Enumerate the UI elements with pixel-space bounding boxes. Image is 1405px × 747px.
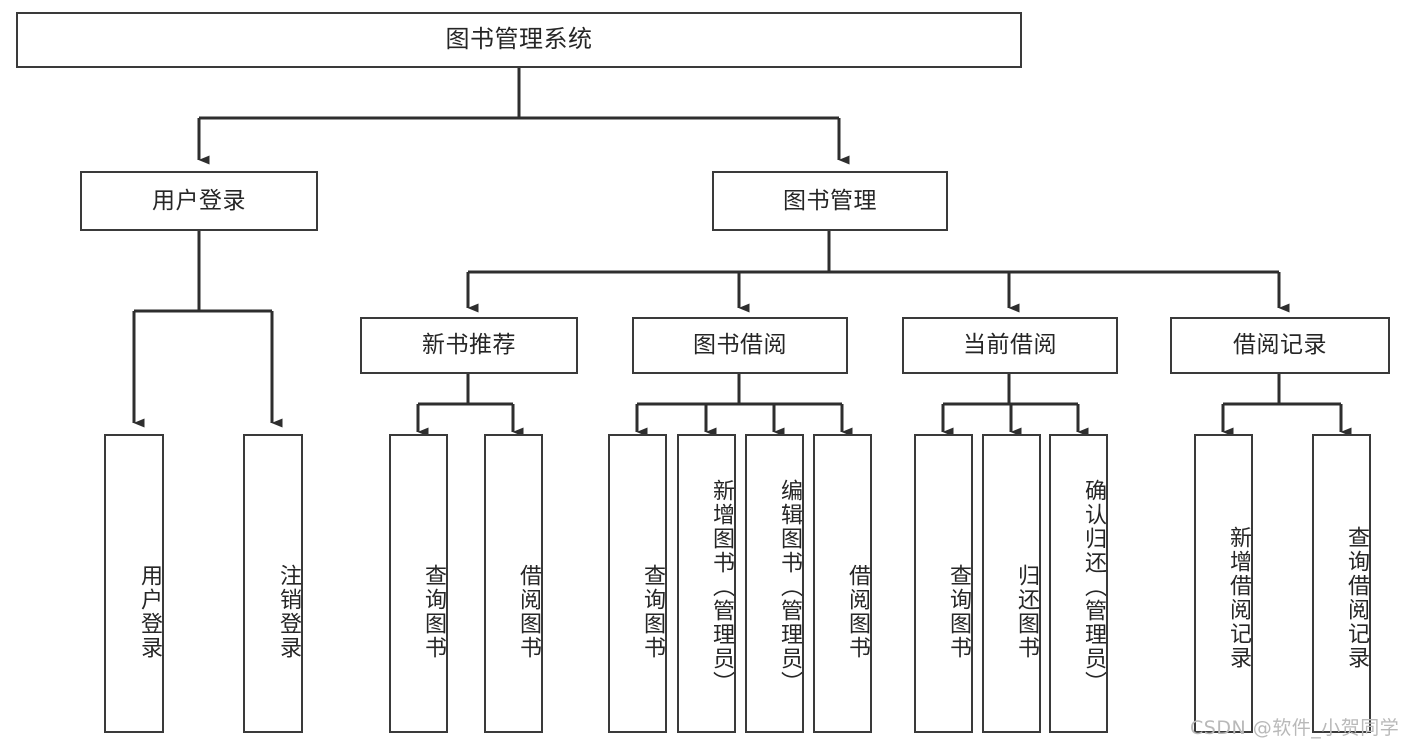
node-label: 借阅图书 [516, 563, 541, 660]
node-label: 图书借阅 [693, 332, 787, 359]
node-label: 借阅图书 [845, 563, 870, 660]
node-label: 查询图书 [640, 563, 665, 660]
node-label: 新书推荐 [422, 332, 516, 359]
node-label: 新增图书（管理员） [709, 478, 734, 695]
leaf-query-borrow-record[interactable]: 查询借阅记录 [1312, 434, 1371, 733]
node-new-book-recommend[interactable]: 新书推荐 [360, 317, 578, 374]
node-label: 归还图书 [1014, 563, 1039, 660]
leaf-query-book-borrow[interactable]: 查询图书 [608, 434, 667, 733]
node-root-system[interactable]: 图书管理系统 [16, 12, 1022, 68]
node-label: 注销登录 [276, 563, 301, 660]
leaf-borrow-book[interactable]: 借阅图书 [813, 434, 872, 733]
node-user-login[interactable]: 用户登录 [80, 171, 318, 231]
node-borrow-record[interactable]: 借阅记录 [1170, 317, 1390, 374]
node-book-management[interactable]: 图书管理 [712, 171, 948, 231]
leaf-query-book-recommend[interactable]: 查询图书 [389, 434, 448, 733]
node-label: 查询图书 [421, 563, 446, 660]
node-label: 查询图书 [946, 563, 971, 660]
leaf-query-book-current[interactable]: 查询图书 [914, 434, 973, 733]
leaf-add-book-admin[interactable]: 新增图书（管理员） [677, 434, 736, 733]
node-label: 用户登录 [137, 563, 162, 660]
leaf-confirm-return-admin[interactable]: 确认归还（管理员） [1049, 434, 1108, 733]
node-label: 当前借阅 [963, 332, 1057, 359]
leaf-logout[interactable]: 注销登录 [243, 434, 303, 733]
node-label: 图书管理系统 [445, 25, 593, 54]
leaf-return-book[interactable]: 归还图书 [982, 434, 1041, 733]
node-label: 借阅记录 [1233, 332, 1327, 359]
leaf-borrow-book-recommend[interactable]: 借阅图书 [484, 434, 543, 733]
node-label: 新增借阅记录 [1226, 525, 1251, 670]
node-label: 确认归还（管理员） [1081, 478, 1106, 695]
node-current-borrow[interactable]: 当前借阅 [902, 317, 1118, 374]
node-label: 图书管理 [783, 187, 877, 214]
leaf-user-login[interactable]: 用户登录 [104, 434, 164, 733]
node-label: 用户登录 [152, 187, 246, 214]
csdn-watermark: CSDN @软件_小贺同学 [1190, 717, 1400, 739]
leaf-add-borrow-record[interactable]: 新增借阅记录 [1194, 434, 1253, 733]
node-label: 查询借阅记录 [1344, 525, 1369, 670]
leaf-edit-book-admin[interactable]: 编辑图书（管理员） [745, 434, 804, 733]
node-book-borrow[interactable]: 图书借阅 [632, 317, 848, 374]
node-label: 编辑图书（管理员） [777, 478, 802, 695]
